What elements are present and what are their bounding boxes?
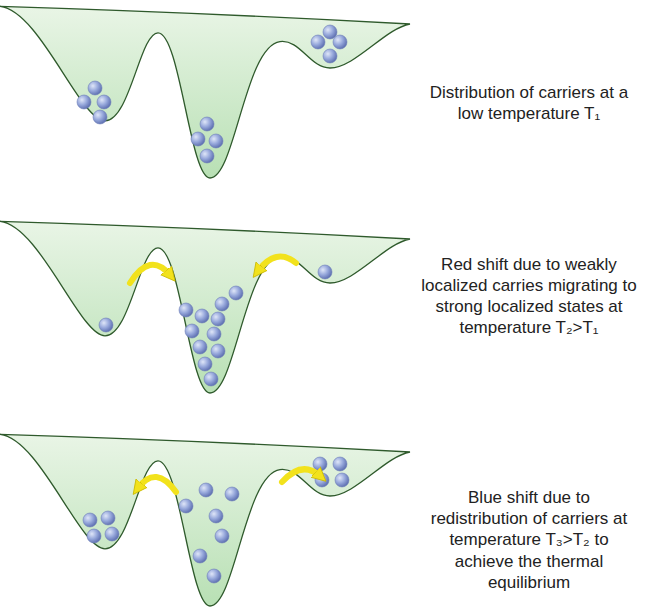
carrier bbox=[83, 513, 97, 527]
carrier bbox=[207, 569, 221, 583]
carrier bbox=[97, 95, 111, 109]
carrier bbox=[179, 303, 193, 317]
carrier bbox=[215, 297, 229, 311]
caption-text: Distribution of carriers at a low temper… bbox=[418, 82, 640, 125]
carrier bbox=[99, 318, 113, 332]
potential-well bbox=[0, 6, 410, 178]
carrier bbox=[211, 312, 225, 326]
carrier bbox=[93, 110, 107, 124]
carrier bbox=[323, 49, 337, 63]
potential-panel bbox=[0, 221, 410, 393]
carrier bbox=[195, 309, 209, 323]
caption-text: Red shift due to weakly localized carrie… bbox=[418, 254, 640, 339]
carrier bbox=[215, 529, 229, 543]
carrier bbox=[200, 117, 214, 131]
carrier bbox=[225, 487, 239, 501]
carrier bbox=[185, 324, 199, 338]
migration-arrow bbox=[130, 265, 170, 283]
caption-text: Blue shift due to redistribution of carr… bbox=[418, 487, 640, 593]
carrier bbox=[318, 265, 332, 279]
potential-panel bbox=[0, 434, 410, 606]
carrier bbox=[333, 457, 347, 471]
carrier bbox=[191, 132, 205, 146]
carrier bbox=[209, 134, 223, 148]
carrier bbox=[229, 286, 243, 300]
potential-well bbox=[0, 221, 410, 393]
carrier bbox=[333, 35, 347, 49]
carrier bbox=[207, 327, 221, 341]
carrier bbox=[198, 357, 212, 371]
migration-arrow bbox=[258, 257, 296, 271]
carrier bbox=[193, 340, 207, 354]
carrier bbox=[200, 149, 214, 163]
migration-arrow bbox=[138, 477, 176, 492]
carrier bbox=[105, 527, 119, 541]
carrier bbox=[179, 499, 193, 513]
carrier bbox=[311, 35, 325, 49]
carrier bbox=[209, 509, 223, 523]
carrier bbox=[193, 549, 207, 563]
carrier bbox=[101, 511, 115, 525]
carrier bbox=[204, 372, 218, 386]
carrier bbox=[87, 529, 101, 543]
migration-arrow bbox=[282, 469, 320, 482]
carrier bbox=[335, 473, 349, 487]
carrier bbox=[77, 95, 91, 109]
carrier bbox=[88, 81, 102, 95]
potential-panel bbox=[0, 6, 410, 178]
potential-well bbox=[0, 434, 410, 606]
carrier bbox=[211, 344, 225, 358]
carrier bbox=[199, 483, 213, 497]
